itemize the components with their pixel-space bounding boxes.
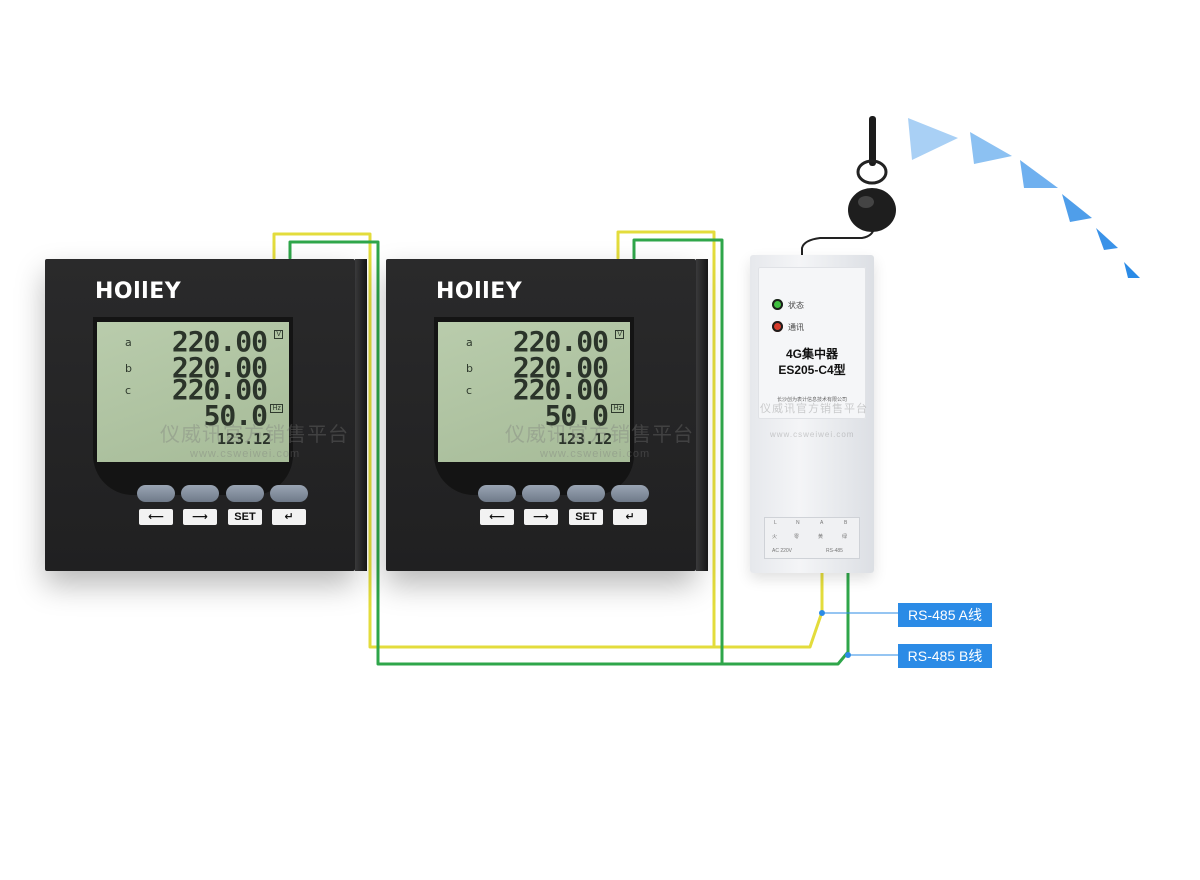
phase-label: c [466,384,473,397]
lcd-unit: V [615,330,624,339]
4g-concentrator: 状态 通讯 4G集中器 ES205-C4型 长沙创为表计信息技术有限公司 L N… [750,255,874,573]
concentrator-model: ES205-C4型 [778,363,846,377]
meter-lcd: a 220.00 V b 220.00 c 220.00 50.0 Hz 123… [97,322,289,462]
meter-lcd: a 220.00 V b 220.00 c 220.00 50.0 Hz 123… [438,322,630,462]
antenna-cable [801,225,875,258]
set-key[interactable]: SET [228,509,262,525]
lcd-unit: V [274,330,283,339]
right-arrow-key[interactable]: ⟶ [183,509,217,525]
meter-key-4[interactable] [270,485,308,502]
meter-key-2[interactable] [181,485,219,502]
watermark-text: 仪威讯官方销售平台 [505,424,694,446]
meter-key-3[interactable] [226,485,264,502]
meter-key-1[interactable] [478,485,516,502]
enter-key[interactable]: ↵ [613,509,647,525]
meter-key-2[interactable] [522,485,560,502]
terminal-sublabel: 零 [794,534,800,540]
comm-label: 通讯 [788,323,804,332]
watermark-url: www.csweiwei.com [190,448,301,460]
left-arrow-key[interactable]: ⟵ [480,509,514,525]
watermark-text: 仪威讯官方销售平台 [760,403,868,415]
terminal-label: N [796,520,800,526]
lcd-unit: Hz [611,404,624,413]
lcd-value: 220.00 [512,325,609,358]
lcd-small-value: 123.12 [558,430,613,448]
a-line-dot [819,610,825,616]
lcd-small-value: 123.12 [217,430,272,448]
lcd-unit: Hz [270,404,283,413]
rs485-a-line-tag: RS-485 A线 [898,603,992,627]
status-led-icon [772,299,783,310]
status-label: 状态 [788,301,804,310]
terminal-footer: AC 220V [772,548,793,554]
right-arrow-key[interactable]: ⟶ [524,509,558,525]
watermark-url: www.csweiwei.com [540,448,651,460]
meter-side [355,259,367,571]
terminal-sublabel: 黄 [818,534,824,540]
terminal-label: L [774,520,777,526]
rs485-b-line-tag: RS-485 B线 [898,644,992,668]
terminal-sublabel: 火 [772,534,778,540]
lcd-frequency: 50.0 [203,399,268,432]
phase-label: c [125,384,132,397]
lcd-value: 220.00 [512,351,609,384]
meter-key-3[interactable] [567,485,605,502]
phase-label: a [466,336,473,349]
concentrator-title: 4G集中器 [785,347,838,361]
antenna-icon [848,116,896,232]
lcd-value: 220.00 [512,373,609,406]
terminal-block: L N A B 火 零 黄 绿 AC 220V RS-485 [764,517,860,559]
set-key[interactable]: SET [569,509,603,525]
phase-label: b [125,362,132,375]
meter-brand: HOllEY [95,279,182,304]
meter-key-1[interactable] [137,485,175,502]
signal-arrows [908,118,1140,278]
terminal-footer: RS-485 [826,548,843,554]
meter-key-4[interactable] [611,485,649,502]
comm-led-icon [772,321,783,332]
watermark-url: www.csweiwei.com [770,430,855,439]
enter-key[interactable]: ↵ [272,509,306,525]
terminal-label: A [820,520,824,526]
lcd-value: 220.00 [171,325,268,358]
terminal-sublabel: 绿 [842,534,848,540]
concentrator-faceplate [758,267,866,419]
meter-side [696,259,708,571]
terminal-label: B [844,520,848,526]
watermark-text: 仪威讯官方销售平台 [160,424,349,446]
phase-label: a [125,336,132,349]
left-arrow-key[interactable]: ⟵ [139,509,173,525]
b-line-dot [845,652,851,658]
power-meter-2: HOllEY a 220.00 V b 220.00 c 220.00 50.0… [386,259,708,571]
power-meter-1: HOllEY a 220.00 V b 220.00 c 220.00 50.0… [45,259,367,571]
concentrator-maker: 长沙创为表计信息技术有限公司 [776,397,847,403]
meter-brand: HOllEY [436,279,523,304]
lcd-frequency: 50.0 [544,399,609,432]
phase-label: b [466,362,473,375]
lcd-value: 220.00 [171,351,268,384]
lcd-value: 220.00 [171,373,268,406]
